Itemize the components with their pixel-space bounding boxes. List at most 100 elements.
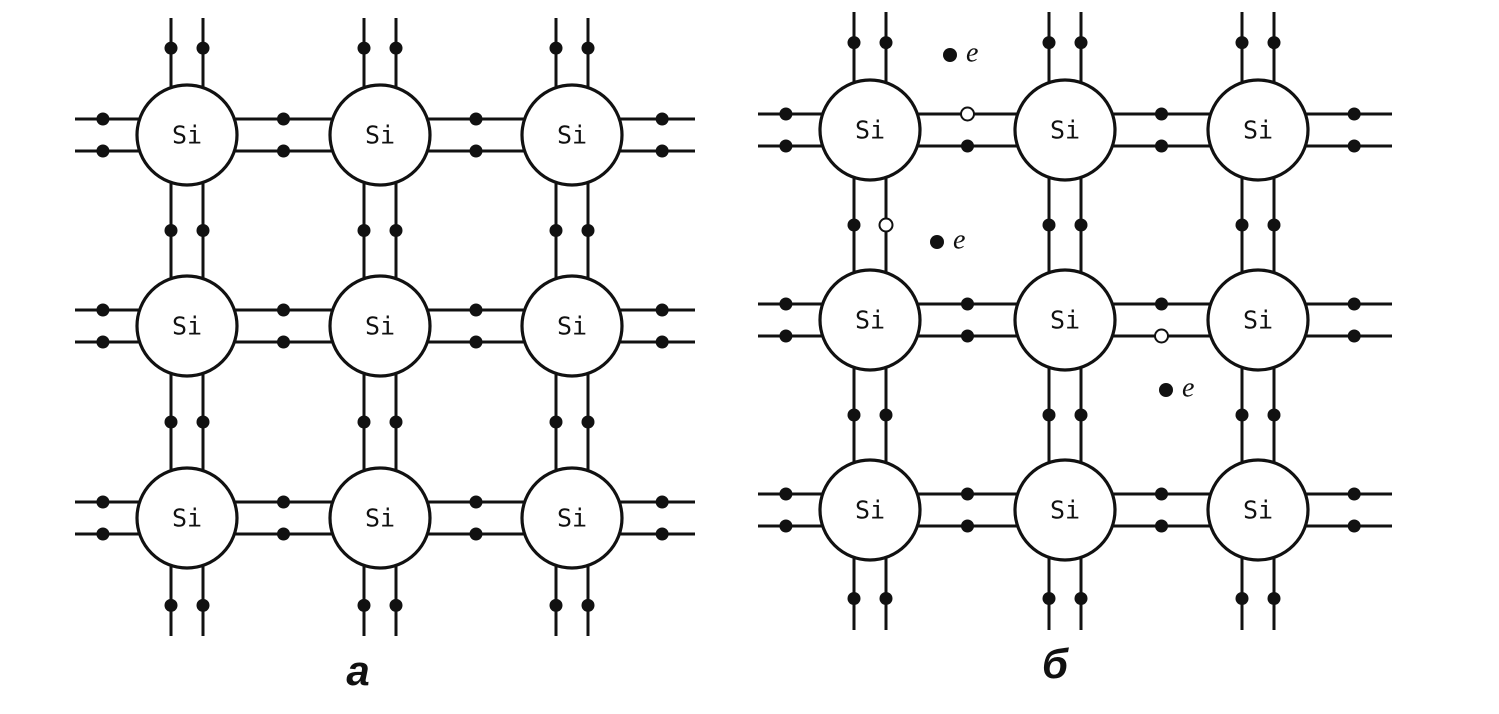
si-atom: Si	[1206, 458, 1310, 562]
atom-label: Si	[172, 312, 202, 341]
electron-icon	[469, 495, 483, 509]
electron-icon	[1347, 329, 1361, 343]
electron-icon	[779, 329, 793, 343]
si-atom: Si	[1013, 78, 1117, 182]
electron-icon	[1347, 519, 1361, 533]
electron-icon	[277, 144, 290, 158]
electron-icon	[1347, 297, 1361, 311]
electron-icon	[847, 592, 861, 605]
si-atom: Si	[520, 83, 624, 187]
atom-label: Si	[557, 121, 587, 150]
electron-icon	[779, 107, 793, 121]
si-atom: Si	[1013, 268, 1117, 372]
electron-icon	[549, 224, 563, 237]
electron-icon	[1347, 139, 1361, 153]
electron-icon	[1042, 592, 1056, 605]
electron-icon	[357, 41, 371, 55]
atom-circle	[328, 466, 432, 570]
electron-icon	[549, 41, 563, 55]
si-atom: Si	[328, 274, 432, 378]
electron-icon	[277, 495, 290, 509]
electron-icon	[549, 598, 563, 612]
atom-circle	[818, 458, 922, 562]
electron-icon	[469, 144, 483, 158]
electron-icon	[96, 112, 110, 126]
si-atom: Si	[520, 274, 624, 378]
atom-circle	[520, 466, 624, 570]
atom-label: Si	[172, 504, 202, 533]
electron-icon	[655, 527, 669, 541]
electron-icon	[96, 335, 110, 349]
atom-label: Si	[1050, 496, 1080, 525]
atom-circle	[1206, 268, 1310, 372]
atom-label: Si	[557, 312, 587, 341]
atom-label: Si	[1050, 116, 1080, 145]
atom-circle	[520, 274, 624, 378]
electron-icon	[389, 598, 403, 612]
electron-icon	[655, 144, 669, 158]
electron-icon	[879, 592, 893, 605]
atom-circle	[135, 466, 239, 570]
electron-icon	[1347, 107, 1361, 121]
electron-icon	[389, 41, 403, 55]
electron-icon	[1235, 36, 1249, 50]
electron-icon	[1074, 408, 1088, 422]
atom-label: Si	[365, 121, 395, 150]
electron-icon	[1074, 218, 1088, 232]
si-atom: Si	[328, 466, 432, 570]
electron-icon	[1159, 383, 1173, 397]
electron-icon	[549, 415, 563, 429]
electron-icon	[164, 224, 178, 237]
electron-icon	[164, 415, 178, 429]
electron-icon	[357, 598, 371, 612]
electron-icon	[277, 527, 290, 541]
electron-icon	[96, 303, 110, 317]
electron-icon	[1042, 36, 1056, 50]
electron-icon	[1267, 218, 1281, 232]
electron-icon	[779, 487, 793, 501]
hole-icon	[960, 106, 975, 122]
electron-icon	[655, 112, 669, 126]
electron-icon	[1042, 218, 1056, 232]
electron-icon	[847, 408, 861, 422]
electron-icon	[1155, 107, 1168, 121]
atom-circle	[818, 78, 922, 182]
electron-icon	[1155, 487, 1168, 501]
free-electron: e	[1159, 373, 1194, 404]
free-electron: e	[930, 225, 965, 256]
electron-icon	[357, 224, 371, 237]
electron-icon	[196, 598, 210, 612]
atom-label: Si	[1243, 306, 1273, 335]
atom-label: Si	[1050, 306, 1080, 335]
si-atom: Si	[1013, 458, 1117, 562]
atom-label: Si	[855, 306, 885, 335]
electron-icon	[1042, 408, 1056, 422]
electron-icon	[277, 303, 290, 317]
electron-icon	[1155, 519, 1168, 533]
electron-icon	[96, 495, 110, 509]
electron-icon	[469, 112, 483, 126]
electron-icon	[1235, 408, 1249, 422]
electron-icon	[1235, 592, 1249, 605]
si-atom: Si	[818, 78, 922, 182]
atom-label: Si	[855, 496, 885, 525]
electron-icon	[779, 519, 793, 533]
electron-icon	[961, 329, 974, 343]
electron-icon	[847, 218, 861, 232]
electron-icon	[847, 36, 861, 50]
electron-icon	[655, 303, 669, 317]
electron-icon	[1267, 592, 1281, 605]
electron-icon	[389, 415, 403, 429]
electron-icon	[581, 41, 595, 55]
electron-icon	[961, 487, 974, 501]
atom-label: Si	[365, 504, 395, 533]
atom-circle	[1013, 458, 1117, 562]
hole-icon	[1154, 328, 1169, 344]
atom-circle	[1013, 78, 1117, 182]
si-atom: Si	[135, 466, 239, 570]
electron-icon	[930, 235, 944, 249]
electron-icon	[655, 335, 669, 349]
